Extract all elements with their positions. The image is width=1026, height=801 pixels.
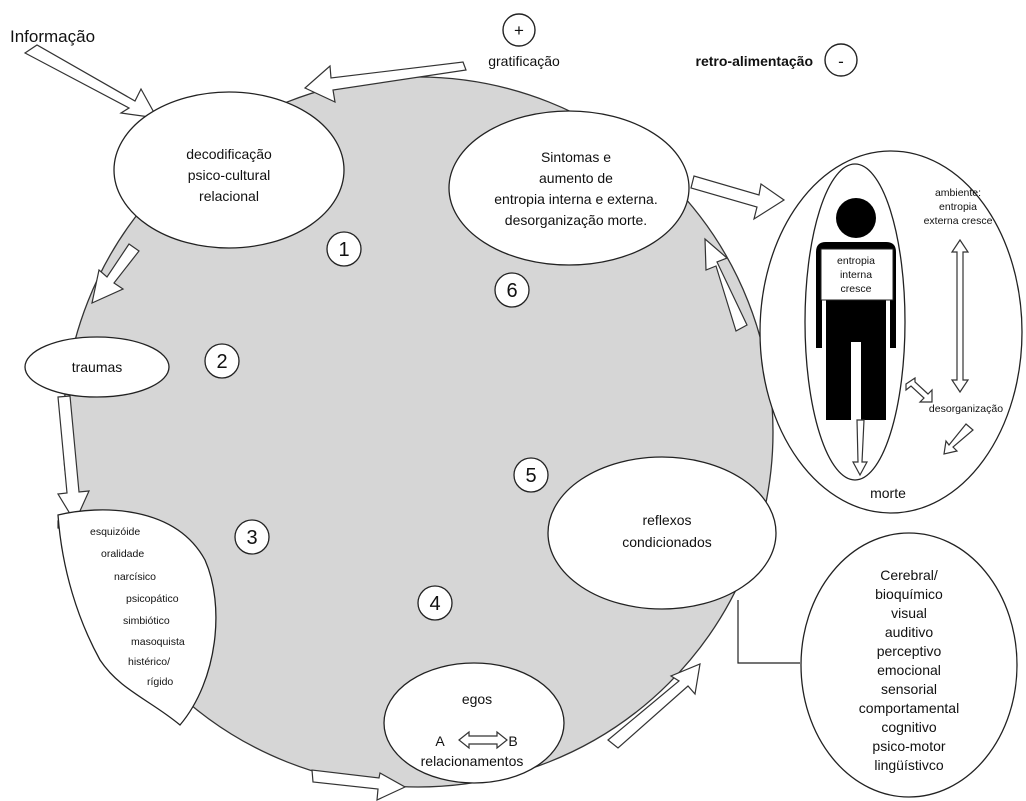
stage-6-line-3: entropia interna e externa. (494, 191, 657, 207)
reflex-item-2: bioquímico (875, 586, 943, 602)
body-line-1: entropia (837, 255, 875, 267)
flow-arrows (23, 44, 786, 801)
arrow-panel-to-6 (704, 237, 748, 332)
reflex-item-11: lingüístivco (874, 757, 943, 773)
arrow-4-to-5 (607, 663, 701, 749)
stage-6-symptoms: Sintomas e aumento de entropia interna e… (448, 110, 690, 308)
environment-line-3: externa cresce (924, 215, 993, 227)
reflex-item-1: Cerebral/ (880, 567, 938, 583)
stage-3-item-3: narcísico (114, 571, 156, 583)
plus-sign: + (514, 21, 524, 40)
reflex-category-list: Cerebral/ bioquímico visual auditivo per… (800, 532, 1018, 798)
stage-3-item-4: psicopático (126, 593, 179, 605)
environment-line-2: entropia (939, 201, 977, 213)
stage-5-line-1: reflexos (642, 512, 691, 528)
reflex-item-7: sensorial (881, 681, 937, 697)
reflex-list-ellipse (800, 532, 1018, 798)
stage-3-character-list: esquizóide oralidade narcísico psicopáti… (57, 509, 270, 726)
stage-4-left: A (435, 733, 445, 749)
disorganization-label: desorganização (929, 403, 1003, 415)
stage-2-label: traumas (72, 359, 123, 375)
gratification-arrow (303, 61, 467, 104)
stage-6-number-circle (494, 272, 530, 308)
stage-3-item-7: histérico/ (128, 656, 170, 668)
disorg-down-arrow (943, 423, 974, 455)
vertical-double-arrow-icon (950, 238, 970, 394)
stage-3-item-2: oralidade (101, 548, 144, 560)
stage-4-egos: 4 egos A B relacionamentos (383, 585, 565, 784)
stage-5-reflexes: 5 reflexos condicionados (513, 456, 800, 664)
stage-3-number: 3 (246, 527, 257, 549)
reflex-item-6: emocional (877, 662, 941, 678)
stage-4-subtitle: relacionamentos (421, 753, 524, 769)
stage-6-line-1: Sintomas e (541, 149, 611, 165)
minus-sign: - (838, 52, 844, 71)
information-label: Informação (10, 27, 95, 46)
stage-1-line-2: psico-cultural (188, 167, 270, 183)
environment-line-1: ambiente: (935, 187, 981, 199)
stage-2-number-circle (204, 343, 240, 379)
reflex-item-8: comportamental (859, 700, 959, 716)
stage-4-number: 4 (429, 593, 440, 615)
stage-1-decoding: decodificação psico-cultural relacional … (113, 91, 362, 267)
stage-1-line-1: decodificação (186, 146, 272, 162)
stage-6-line-4: desorganização morte. (505, 212, 647, 228)
stage-5-ellipse (547, 456, 777, 610)
arrow-6-to-panel (690, 175, 786, 221)
body-to-disorg-arrow (905, 376, 933, 403)
stage-1-number: 1 (338, 239, 349, 261)
arrow-3-to-4 (311, 769, 407, 801)
stage-3-shape (57, 509, 217, 726)
entropy-person-panel: entropia interna cresce ambiente: entrop… (759, 150, 1023, 514)
stage-1-line-3: relacional (199, 188, 259, 204)
minus-circle-icon (824, 43, 858, 77)
stage-3-number-circle (234, 519, 270, 555)
death-label: morte (870, 485, 906, 501)
stage-3-item-1: esquizóide (90, 526, 140, 538)
reflex-item-4: auditivo (885, 624, 933, 640)
stage-6-line-2: aumento de (539, 170, 613, 186)
person-figure-icon (816, 198, 896, 420)
stage-1-number-circle (326, 231, 362, 267)
reflex-item-9: cognitivo (881, 719, 936, 735)
gratification-label: gratificação (488, 53, 560, 69)
stage-5-line-2: condicionados (622, 534, 712, 550)
stage-5-number-circle (513, 457, 549, 493)
reflex-item-10: psico-motor (872, 738, 945, 754)
stage-1-ellipse (113, 91, 345, 249)
feedback-marker: retro-alimentação - (696, 43, 858, 77)
gratification-marker: + gratificação (488, 13, 560, 69)
arrow-2-to-3 (56, 395, 90, 524)
body-line-2: interna (840, 269, 872, 281)
stage-4-title: egos (462, 691, 492, 707)
feedback-label: retro-alimentação (696, 53, 813, 69)
stage-4-number-circle (417, 585, 453, 621)
reflex-item-5: perceptivo (877, 643, 942, 659)
info-arrow (23, 44, 159, 119)
stage-3-item-6: masoquista (131, 636, 185, 648)
stage-3-item-8: rígido (147, 676, 173, 688)
double-arrow-icon (458, 730, 508, 750)
stage-2-number: 2 (216, 351, 227, 373)
body-to-death-arrow (851, 419, 869, 477)
stage-5-number: 5 (525, 465, 536, 487)
stage-6-number: 6 (506, 280, 517, 302)
body-line-3: cresce (841, 283, 872, 295)
reflex-item-3: visual (891, 605, 927, 621)
stage-2-traumas: traumas 2 (24, 336, 240, 398)
plus-circle-icon (502, 13, 536, 47)
connector-line (737, 600, 800, 664)
stage-4-ellipse (383, 662, 565, 784)
stage-6-ellipse (448, 110, 690, 266)
stage-3-item-5: simbiótico (123, 615, 170, 627)
stage-4-right: B (508, 733, 517, 749)
arrow-1-to-2 (91, 243, 140, 305)
stage-2-ellipse (24, 336, 170, 398)
